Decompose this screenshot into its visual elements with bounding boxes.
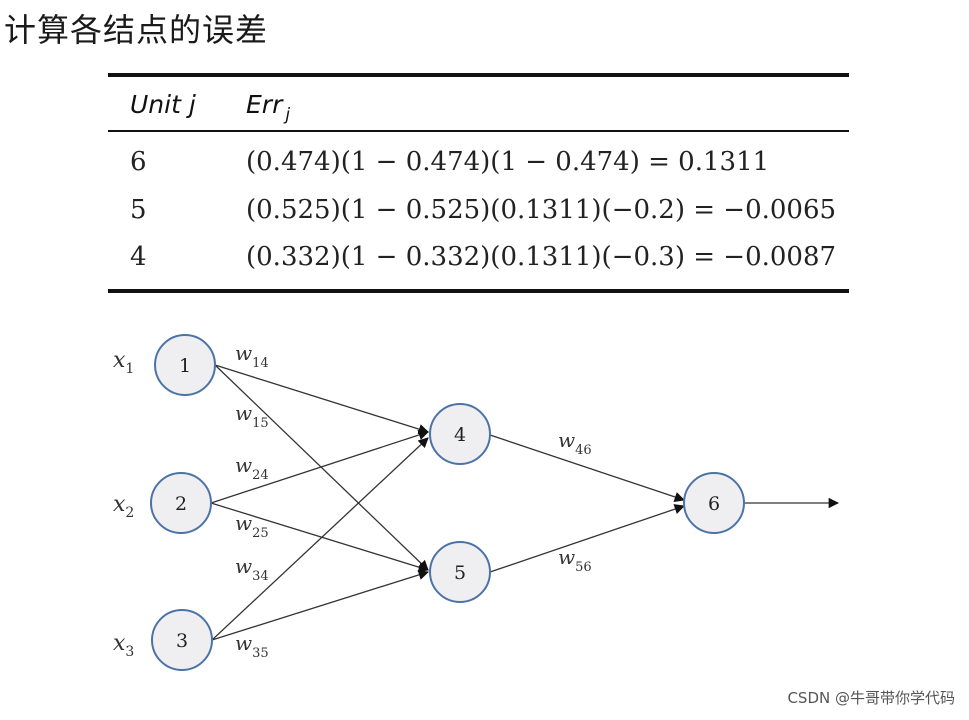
table-cell-expression: (0.525)(1 − 0.525)(0.1311)(−0.2) = −0.00… (246, 195, 837, 225)
node-6: 6 (683, 472, 745, 534)
edge-4-6 (489, 434, 685, 502)
edge-3-4 (211, 437, 429, 641)
input-label-x2: x2 (113, 492, 134, 521)
edge-1-4 (214, 364, 429, 435)
header-unit-j: Unit j (130, 90, 196, 119)
weight-label-w34: w34 (235, 554, 269, 584)
edge-2-4 (210, 429, 429, 504)
weight-label-w46: w46 (558, 428, 592, 458)
node-2-label: 2 (175, 493, 187, 515)
table-cell-expression: (0.474)(1 − 0.474)(1 − 0.474) = 0.1311 (246, 147, 770, 177)
table-bottom-rule (108, 289, 849, 293)
node-4: 4 (429, 403, 491, 465)
input-label-x1: x1 (113, 348, 134, 377)
edge-5-6 (489, 504, 685, 573)
header-err-subscript: j (285, 105, 291, 125)
edge-3-5 (211, 569, 429, 641)
node-3: 3 (151, 609, 213, 671)
weight-label-w35: w35 (235, 631, 269, 661)
weight-label-w25: w25 (235, 511, 269, 541)
weight-label-w56: w56 (558, 545, 592, 575)
table-top-rule (108, 73, 849, 77)
node-1-label: 1 (179, 355, 191, 377)
table-cell-unit: 6 (130, 147, 147, 177)
table-cell-expression: (0.332)(1 − 0.332)(0.1311)(−0.3) = −0.00… (246, 242, 837, 272)
weight-label-w24: w24 (235, 453, 269, 483)
watermark: CSDN @牛哥带你学代码 (787, 689, 955, 707)
neural-network-diagram: 1 2 3 4 5 6 x1 x2 x3 w14 w15 w24 w25 w34… (113, 334, 840, 671)
node-3-label: 3 (176, 630, 188, 652)
node-2: 2 (150, 472, 212, 534)
node-4-label: 4 (454, 424, 466, 446)
table-header-rule (108, 130, 849, 132)
node-5-label: 5 (454, 562, 466, 584)
table-cell-unit: 4 (130, 242, 147, 272)
node-5: 5 (429, 541, 491, 603)
node-6-label: 6 (708, 493, 720, 515)
slide-title: 计算各结点的误差 (4, 11, 269, 49)
header-err-label: Err (246, 90, 283, 119)
input-label-x3: x3 (113, 631, 134, 660)
table-cell-unit: 5 (130, 195, 147, 225)
node-1: 1 (154, 334, 216, 396)
weight-label-w15: w15 (235, 401, 269, 431)
edge-2-5 (210, 502, 429, 573)
weight-label-w14: w14 (235, 341, 269, 371)
